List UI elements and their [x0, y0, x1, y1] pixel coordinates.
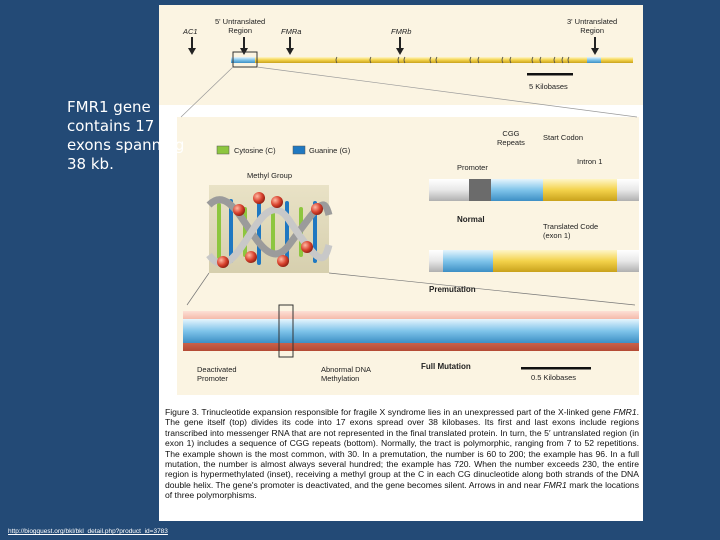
cytosine-legend-label: Cytosine (C): [234, 146, 276, 155]
gene-body: [231, 57, 633, 63]
normal-gene-tube: [429, 179, 639, 201]
normal-label: Normal: [457, 215, 485, 224]
start-codon-label: Start Codon: [543, 133, 583, 142]
utr5-segment: [231, 57, 255, 63]
zoom-line: [257, 67, 637, 117]
cytosine-swatch: [217, 146, 229, 154]
methyl-group-label: Methyl Group: [247, 171, 292, 180]
caption-text: Trinucleotide expansion responsible for …: [199, 407, 613, 417]
abnormal-methylation-label: Abnormal DNA Methylation: [321, 365, 371, 383]
gene-scale-bar: [527, 73, 573, 76]
figure-caption: Figure 3. Trinucleotide expansion respon…: [165, 407, 639, 501]
caption-text: . The gene itself (top) divides its code…: [165, 407, 639, 490]
zoom-line: [329, 273, 635, 305]
full-mutation-label: Full Mutation: [421, 362, 471, 371]
translated-code-label: Translated Code (exon 1): [543, 222, 598, 240]
slide-text: FMR1 gene contains 17 exons spanning 38 …: [67, 98, 187, 174]
slide-text-line: FMR1 gene: [67, 98, 187, 117]
premutation-gene-tube: [429, 250, 639, 272]
cgg-repeats-label: CGG Repeats: [497, 129, 525, 147]
caption-gene-name: FMR1: [613, 407, 636, 417]
utr3-segment: [587, 57, 601, 63]
caption-gene-name: FMR1: [543, 480, 566, 490]
slide-text-line: 38 kb.: [67, 155, 187, 174]
deactivated-promoter-label: Deactivated Promoter: [197, 365, 237, 383]
premutation-label: Premutation: [429, 285, 476, 294]
guanine-swatch: [293, 146, 305, 154]
source-link[interactable]: http://biogquest.org/bkl/bkl_detail.php?…: [8, 528, 168, 535]
figure: AC1 5' Untranslated Region FMRa FMRb 3' …: [159, 5, 643, 521]
detail-scale-label: 0.5 Kilobases: [531, 373, 576, 382]
full-mutation-gene-tube: [183, 305, 639, 357]
intron1-label: Intron 1: [577, 157, 602, 166]
caption-figure-label: Figure 3.: [165, 407, 199, 417]
gene-diagram: [159, 5, 643, 405]
slide-text-line: exons spanning: [67, 136, 187, 155]
detail-scale-bar: [521, 367, 591, 370]
guanine-legend-label: Guanine (G): [309, 146, 350, 155]
promoter-label: Promoter: [457, 163, 488, 172]
zoom-line: [187, 273, 209, 305]
slide-text-line: contains 17: [67, 117, 187, 136]
zoom-line: [181, 67, 233, 117]
